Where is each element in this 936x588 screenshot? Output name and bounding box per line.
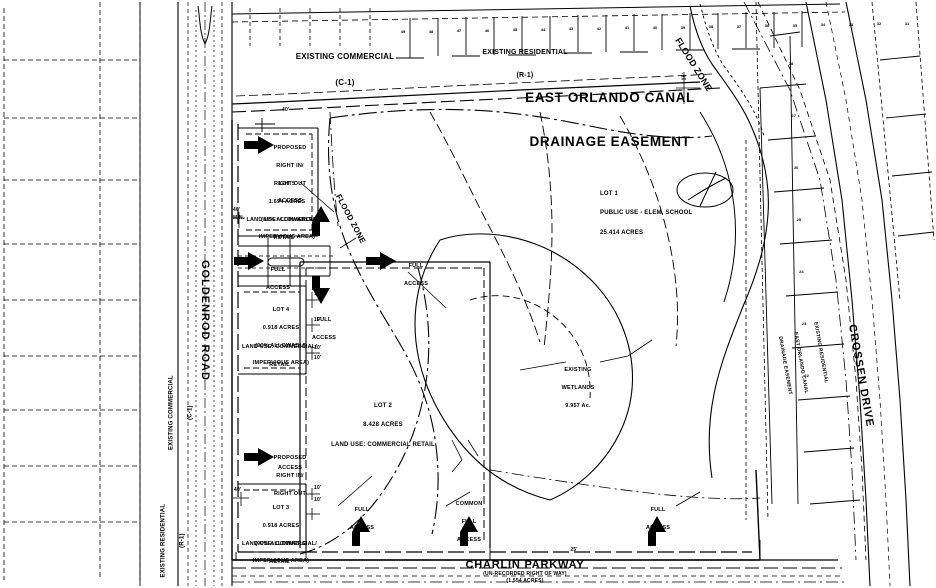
arrow-up-icon-full-south-west bbox=[352, 516, 370, 532]
arrow-tail-full-north bbox=[312, 222, 320, 236]
arrow-right-icon-full-west-mid bbox=[248, 252, 264, 270]
arrow-up-icon-full-north bbox=[312, 206, 330, 222]
arrow-tail-full-mid bbox=[312, 276, 320, 290]
arrow-tail-common-full-south bbox=[460, 532, 468, 546]
arrow-right-icon-ri-ro-south bbox=[258, 448, 274, 466]
arrow-tail-full-south-east bbox=[648, 532, 656, 546]
arrow-up-icon-common-full-south bbox=[460, 516, 478, 532]
arrow-tail-ri-ro-south bbox=[244, 453, 258, 461]
arrow-right-icon-full-east-mid bbox=[380, 252, 396, 270]
arrow-up-icon-full-south-east bbox=[648, 516, 666, 532]
arrow-down-icon-full-mid bbox=[312, 288, 330, 304]
arrow-tail-full-south-west bbox=[352, 532, 360, 546]
arrow-tail-full-east-mid bbox=[366, 257, 380, 265]
arrow-tail-ri-ro-north bbox=[244, 141, 258, 149]
arrow-tail-full-west-mid bbox=[234, 257, 248, 265]
arrow-right-icon-ri-ro-north bbox=[258, 136, 274, 154]
